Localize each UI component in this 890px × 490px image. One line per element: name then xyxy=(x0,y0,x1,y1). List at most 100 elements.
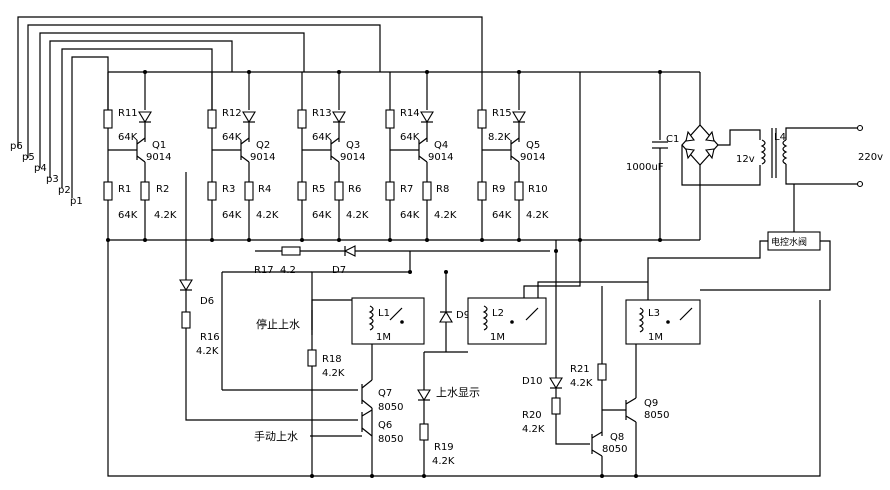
stage2-ra-val: 64K xyxy=(222,210,242,221)
stage1-rb-val: 4.2K xyxy=(154,210,177,221)
stage1-ra: R1 xyxy=(118,184,131,195)
d7-name: D7 xyxy=(332,265,346,276)
relay-l2 xyxy=(467,297,547,345)
stage-2 xyxy=(207,70,256,242)
stage1-qtype: 9014 xyxy=(146,152,171,163)
stage1-q: Q1 xyxy=(152,140,166,151)
r21-name: R21 xyxy=(570,364,590,375)
mains-terminal-2 xyxy=(856,180,864,188)
resistor-r16 xyxy=(181,311,191,329)
diode-d10 xyxy=(549,377,563,390)
stage2-rtop-val: 64K xyxy=(222,132,242,143)
transformer-name: L4 xyxy=(774,132,786,143)
r16-name: R16 xyxy=(200,332,220,343)
r20-value: 4.2K xyxy=(522,424,545,435)
stage3-rtop-val: 64K xyxy=(312,132,332,143)
valve-label: 电控水阀 xyxy=(771,236,807,248)
l1-name: L1 xyxy=(378,308,390,319)
stage4-rb-val: 4.2K xyxy=(434,210,457,221)
stage3-ra: R5 xyxy=(312,184,325,195)
stage4-rtop: R14 xyxy=(400,108,420,119)
stage3-rb: R6 xyxy=(348,184,361,195)
resistor-r17 xyxy=(281,246,301,256)
r18-value: 4.2K xyxy=(322,368,345,379)
stage5-rtop: R15 xyxy=(492,108,512,119)
r18-name: R18 xyxy=(322,354,342,365)
diode-d6 xyxy=(179,279,193,292)
stage5-qtype: 9014 xyxy=(520,152,545,163)
fill-indicator-label: 上水显示 xyxy=(436,386,480,399)
q8-name: Q8 xyxy=(610,432,624,443)
diode-d7 xyxy=(343,245,356,257)
stop-water-label: 停止上水 xyxy=(256,317,300,331)
stage2-q: Q2 xyxy=(256,140,270,151)
probe-p5: p5 xyxy=(22,152,35,163)
resistor-r20 xyxy=(551,397,561,415)
manual-water-label: 手动上水 xyxy=(254,429,298,443)
d10-name: D10 xyxy=(522,376,542,387)
stage1-ra-val: 64K xyxy=(118,210,138,221)
transformer-primary xyxy=(760,139,766,165)
stage1-rtop-val: 64K xyxy=(118,132,138,143)
stage4-ra: R7 xyxy=(400,184,413,195)
cap-name: C1 xyxy=(666,134,679,145)
r17-name: R17 xyxy=(254,265,274,276)
stage-3 xyxy=(297,70,346,242)
stage3-rtop: R13 xyxy=(312,108,332,119)
cap-value: 1000uF xyxy=(626,162,664,173)
stage4-rb: R8 xyxy=(436,184,449,195)
stage2-qtype: 9014 xyxy=(250,152,275,163)
stage-4 xyxy=(385,70,434,242)
stage3-qtype: 9014 xyxy=(340,152,365,163)
stage4-rtop-val: 64K xyxy=(400,132,420,143)
resistor-r18 xyxy=(307,349,317,367)
d6-name: D6 xyxy=(200,296,214,307)
stage-1 xyxy=(103,70,152,242)
l3-value: 1M xyxy=(648,332,663,343)
stage3-rb-val: 4.2K xyxy=(346,210,369,221)
mains-terminal-1 xyxy=(856,124,864,132)
stage4-qtype: 9014 xyxy=(428,152,453,163)
secondary-voltage: 12v xyxy=(736,154,755,165)
q6-value: 8050 xyxy=(378,434,403,445)
l2-value: 1M xyxy=(490,332,505,343)
stage1-rb: R2 xyxy=(156,184,169,195)
stage4-q: Q4 xyxy=(434,140,448,151)
r21-value: 4.2K xyxy=(570,378,593,389)
probe-p3: p3 xyxy=(46,174,59,185)
stage3-q: Q3 xyxy=(346,140,360,151)
r17-value: 4.2 xyxy=(280,265,296,276)
resistor-r-top xyxy=(103,109,113,129)
led-symbol xyxy=(138,111,152,124)
l1-value: 1M xyxy=(376,332,391,343)
diode-d9 xyxy=(439,310,453,323)
stage2-rb: R4 xyxy=(258,184,271,195)
probe-p4: p4 xyxy=(34,163,47,174)
power-supply: C1 1000uF 12v L4 220v 电控水阀 xyxy=(626,70,883,300)
q6-name: Q6 xyxy=(378,420,392,431)
probe-labels: p6 p5 p4 p3 p2 p1 xyxy=(10,141,83,207)
r19-value: 4.2K xyxy=(432,456,455,467)
control-section: R17 4.2 D7 D6 R16 4.2K L1 1M 停止上水 xyxy=(107,72,821,478)
d9-name: D9 xyxy=(456,310,470,321)
stage1-rtop: R11 xyxy=(118,108,138,119)
l3-name: L3 xyxy=(648,308,660,319)
stage5-rtop-val: 8.2K xyxy=(488,132,511,143)
probe-p6: p6 xyxy=(10,141,23,152)
q7-value: 8050 xyxy=(378,402,403,413)
stage3-ra-val: 64K xyxy=(312,210,332,221)
relay-l3 xyxy=(625,299,701,345)
stage2-rb-val: 4.2K xyxy=(256,210,279,221)
q9-value: 8050 xyxy=(644,410,669,421)
r16-value: 4.2K xyxy=(196,346,219,357)
stage2-ra: R3 xyxy=(222,184,235,195)
resistor-r19 xyxy=(419,423,429,441)
resistor-r21 xyxy=(597,363,607,381)
stage-5 xyxy=(477,70,526,242)
q9-name: Q9 xyxy=(644,398,658,409)
led-fill-indicator xyxy=(417,389,431,402)
stage5-rb: R10 xyxy=(528,184,548,195)
probe-p2: p2 xyxy=(58,185,71,196)
q8-value: 8050 xyxy=(602,444,627,455)
